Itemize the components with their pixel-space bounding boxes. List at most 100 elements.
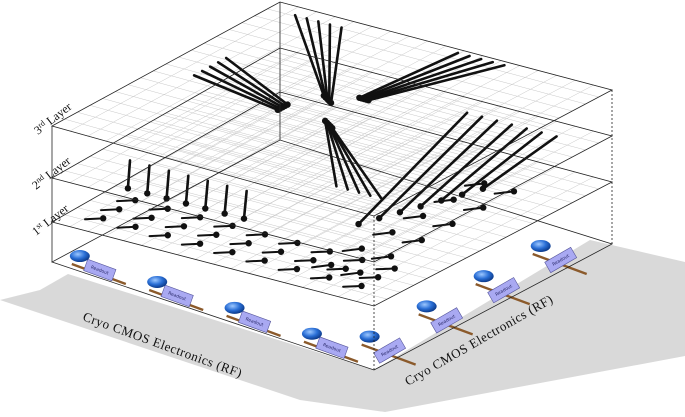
signal-trace <box>208 65 284 109</box>
via-pad <box>419 212 427 220</box>
via-pad <box>310 257 317 264</box>
via-pad <box>277 248 285 255</box>
grid-line <box>241 113 573 203</box>
signal-trace <box>204 179 210 210</box>
signal-trace <box>330 126 383 201</box>
qubit-sphere <box>473 270 494 283</box>
via-pad <box>327 99 335 107</box>
via-pad <box>359 256 366 264</box>
grid-line <box>355 130 594 258</box>
grid-line <box>216 127 546 217</box>
signal-trace <box>341 247 363 253</box>
grid-line <box>254 106 586 197</box>
signal-trace <box>329 125 372 198</box>
signal-trace <box>165 169 171 200</box>
grid-line <box>355 84 594 212</box>
via-pad <box>148 214 155 221</box>
via-pad <box>229 222 236 230</box>
via-pad <box>182 200 190 207</box>
signal-trace <box>460 131 543 196</box>
qubit-sphere <box>416 300 437 313</box>
signal-trace <box>323 119 338 188</box>
signal-trace <box>126 159 132 190</box>
grid-line <box>241 22 573 112</box>
layer-3-label: 3rdLayer <box>31 99 74 137</box>
via-pad <box>418 236 425 244</box>
signal-trace <box>357 111 469 226</box>
via-pad <box>132 223 139 230</box>
readout-chip <box>544 246 578 274</box>
signal-trace <box>325 121 350 191</box>
signal-trace <box>317 20 329 101</box>
signal-trace <box>311 263 333 269</box>
signal-trace <box>358 51 460 100</box>
signal-trace <box>402 214 425 220</box>
layer-2-label: 2ndLayer <box>29 153 73 192</box>
via-pad <box>274 106 281 114</box>
via-pad <box>417 203 424 210</box>
via-pad <box>449 220 456 228</box>
layer-2-traces <box>124 111 558 228</box>
via-pad <box>261 257 268 264</box>
signal-trace <box>340 271 362 277</box>
via-pad <box>342 265 349 272</box>
via-pad <box>438 197 445 204</box>
via-pad <box>99 215 107 222</box>
via-pad <box>164 232 171 239</box>
grid-line <box>355 176 594 302</box>
signal-trace <box>200 69 282 110</box>
qubit-sphere <box>301 327 322 340</box>
via-pad <box>480 204 487 211</box>
via-pad <box>240 215 248 222</box>
qubit-sphere <box>359 330 380 343</box>
readout-chip <box>315 336 349 359</box>
qubit-sphere <box>147 275 168 288</box>
via-pad <box>321 117 329 125</box>
signal-trace <box>398 119 499 214</box>
signal-trace <box>364 60 495 101</box>
via-pad <box>355 220 362 228</box>
qubit-sphere <box>69 250 90 263</box>
qubit-sphere <box>530 239 551 252</box>
via-pad <box>132 197 139 204</box>
via-pad <box>116 206 123 213</box>
via-pad <box>202 205 209 212</box>
via-pad <box>164 205 171 212</box>
signal-trace <box>360 54 471 100</box>
via-pad <box>196 214 204 221</box>
signal-trace <box>367 63 506 102</box>
signal-trace <box>329 26 343 105</box>
via-pad <box>124 185 132 192</box>
signal-trace <box>370 255 393 260</box>
readout-chip <box>83 258 117 282</box>
grid-line <box>267 8 599 98</box>
signal-trace <box>216 61 287 108</box>
signal-trace <box>419 123 514 208</box>
via-pad <box>326 274 333 281</box>
signal-trace <box>481 135 558 191</box>
readout-chip <box>487 277 521 304</box>
via-pad <box>358 245 365 252</box>
via-pad <box>327 261 335 269</box>
via-pad <box>376 214 383 222</box>
layer-1-traces <box>84 180 518 290</box>
grid-line <box>241 69 573 158</box>
via-pad <box>481 180 488 187</box>
signal-trace <box>432 222 454 228</box>
grid-line <box>338 126 576 253</box>
grid-line <box>254 62 586 151</box>
via-pad <box>365 97 372 104</box>
signal-trace <box>493 190 515 195</box>
signal-trace <box>362 57 483 101</box>
signal-trace <box>401 239 423 244</box>
layer-outlines <box>50 1 614 371</box>
readout-chip <box>430 307 464 334</box>
signal-trace <box>372 231 394 236</box>
layer-1-label: 1stLayer <box>29 201 71 238</box>
via-pad <box>180 223 188 230</box>
via-pad <box>389 229 396 236</box>
readout-chip <box>238 310 272 333</box>
